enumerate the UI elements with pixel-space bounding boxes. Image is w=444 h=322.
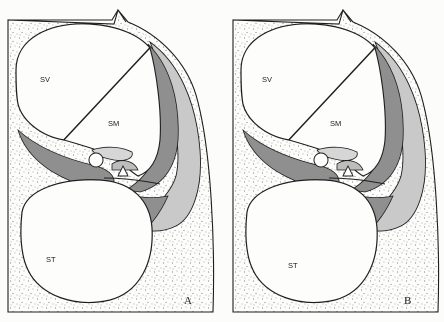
panel-b: SV SM ST B [233,10,439,312]
label-scala-vestibuli: SV [262,75,272,84]
panel-letter: A [184,295,192,307]
panel-a: SV SM ST A [8,10,214,312]
label-scala-tympani: ST [46,255,56,264]
label-scala-media: SM [108,119,119,128]
label-scala-tympani: ST [288,261,298,270]
panel-letter: B [404,295,411,307]
label-scala-media: SM [330,119,341,128]
label-scala-vestibuli: SV [40,75,50,84]
